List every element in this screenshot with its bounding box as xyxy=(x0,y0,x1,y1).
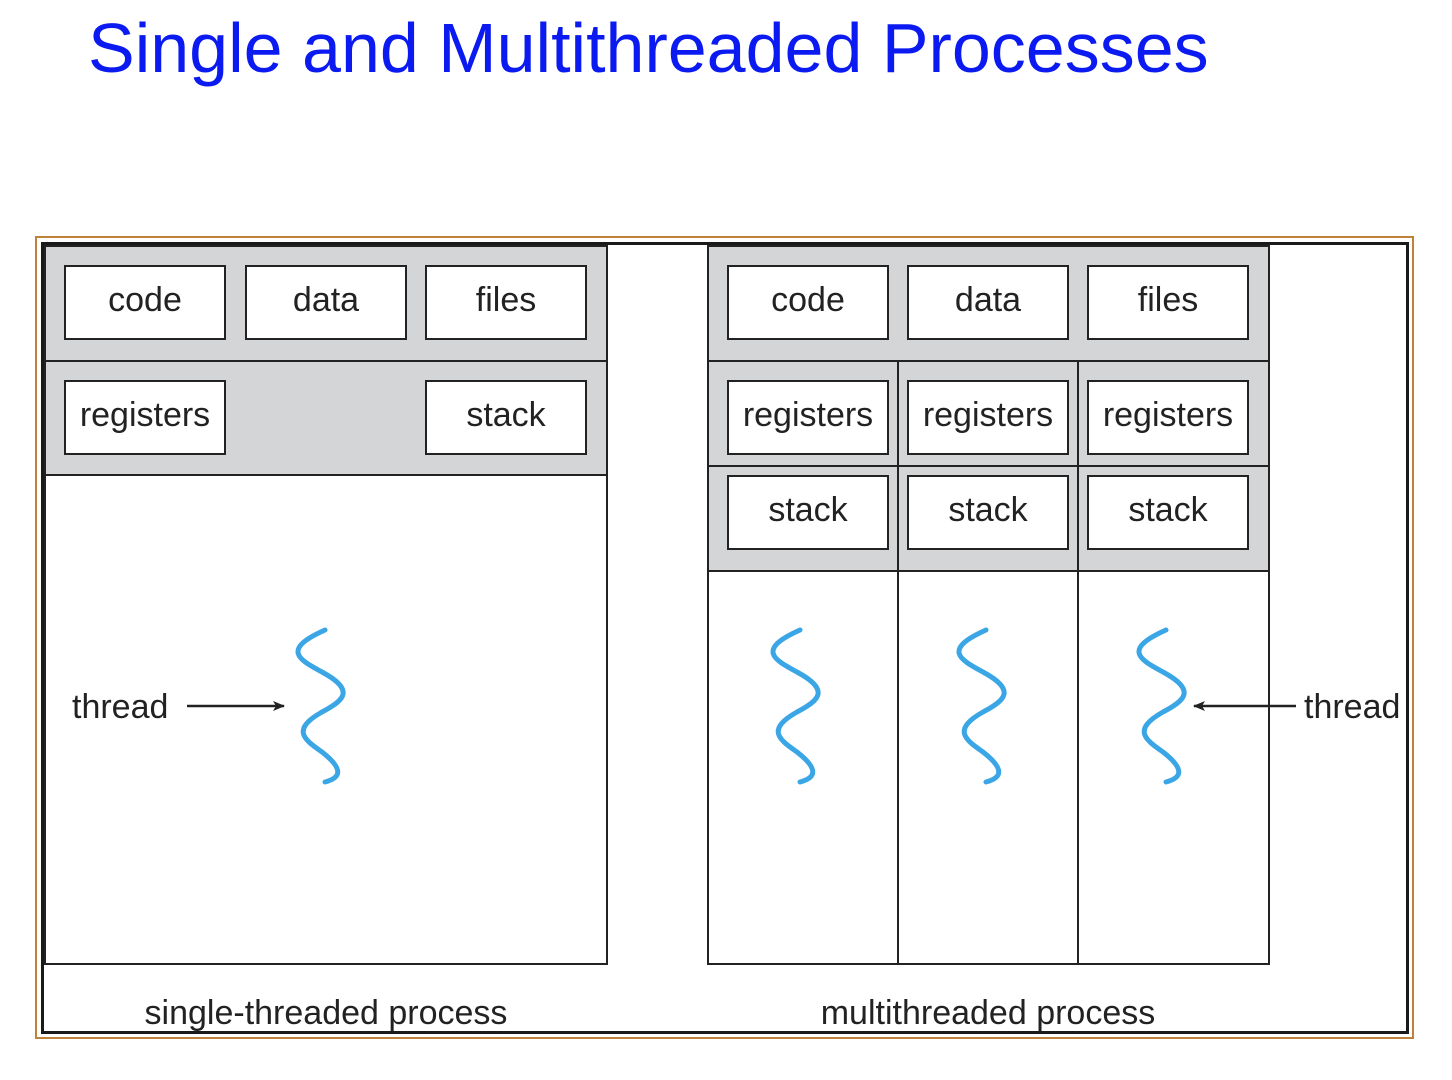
multi-caption: multithreaded process xyxy=(821,994,1156,1032)
multi-files-box xyxy=(1087,265,1249,340)
wavy-thread-icon xyxy=(770,627,821,785)
wavy-thread-icon xyxy=(956,627,1007,785)
multi-code-label: code xyxy=(771,281,845,319)
single-registers-label: registers xyxy=(80,396,210,434)
multi-stack-label-1: stack xyxy=(768,491,848,529)
multi-registers-box-1 xyxy=(727,380,889,455)
figure-frame xyxy=(35,236,1414,1039)
multi-registers-label-2: registers xyxy=(923,396,1053,434)
single-threaded-process: code data files registers stack thread s… xyxy=(44,245,608,1032)
multi-thread-label: thread xyxy=(1304,688,1400,726)
multi-data-box xyxy=(907,265,1069,340)
multi-stack-box-3 xyxy=(1087,475,1249,550)
figure-border xyxy=(41,242,1409,1034)
multi-stack-box-1 xyxy=(727,475,889,550)
multi-files-label: files xyxy=(1138,281,1198,319)
single-stack-label: stack xyxy=(466,396,546,434)
multi-stack-label-2: stack xyxy=(948,491,1028,529)
single-data-label: data xyxy=(293,281,359,319)
multi-registers-label-1: registers xyxy=(743,396,873,434)
multi-thread-area xyxy=(707,570,1270,965)
single-code-label: code xyxy=(108,281,182,319)
multi-stack-label-3: stack xyxy=(1128,491,1208,529)
single-data-box xyxy=(245,265,407,340)
single-thread-label: thread xyxy=(72,688,168,726)
single-registers-box xyxy=(64,380,226,455)
multi-registers-box-3 xyxy=(1087,380,1249,455)
multithreaded-process: code data files registers registers regi… xyxy=(707,245,1400,1032)
single-caption: single-threaded process xyxy=(145,994,508,1032)
single-files-box xyxy=(425,265,587,340)
single-files-label: files xyxy=(476,281,536,319)
multi-code-box xyxy=(727,265,889,340)
multi-data-label: data xyxy=(955,281,1021,319)
slide-title: Single and Multithreaded Processes xyxy=(88,9,1209,87)
wavy-thread-icon xyxy=(295,627,346,785)
single-stack-box xyxy=(425,380,587,455)
multi-registers-box-2 xyxy=(907,380,1069,455)
single-code-box xyxy=(64,265,226,340)
multi-registers-label-3: registers xyxy=(1103,396,1233,434)
multi-stack-box-2 xyxy=(907,475,1069,550)
single-thread-area xyxy=(44,474,608,965)
wavy-thread-icon xyxy=(1136,627,1187,785)
